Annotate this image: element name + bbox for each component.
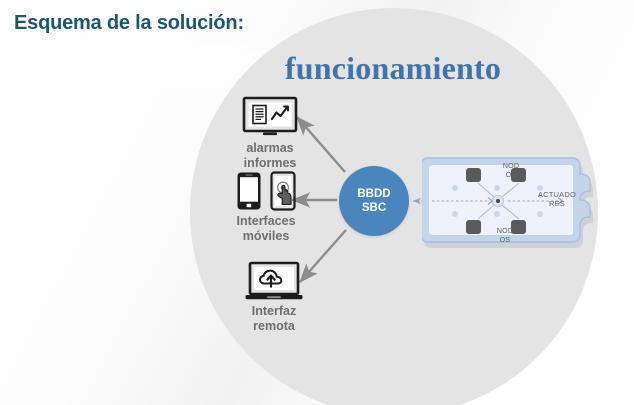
node-moviles-label: Interfaces móviles xyxy=(207,214,325,244)
node-alarmas-label-line1: alarmas xyxy=(246,141,294,155)
node-remota-label: Interfaz remota xyxy=(222,304,326,334)
board-label-nodos-top-line1: NOD xyxy=(502,163,520,170)
board-label-nodos-bottom-line1: NOD xyxy=(496,228,514,235)
node-moviles-label-line2: móviles xyxy=(242,228,290,243)
node-remota-label-line2: remota xyxy=(253,318,295,333)
laptop-cloud-upload-icon xyxy=(245,261,303,300)
board-label-nodos-top-line2: OS xyxy=(505,171,517,179)
hardware-board-group[interactable] xyxy=(420,150,607,254)
node-interfaces-moviles[interactable]: Interfaces móviles xyxy=(207,171,325,244)
node-remota-label-line1: Interfaz xyxy=(251,304,297,318)
board-label-nodos-top: NOD OS xyxy=(493,163,529,181)
monitor-report-chart-icon xyxy=(242,96,298,136)
page-title: Esquema de la solución: xyxy=(14,12,244,34)
smartphone-touch-icon xyxy=(270,171,296,211)
board-label-actuadores-line2: RES xyxy=(548,199,566,209)
node-alarmas-label-line2: informes xyxy=(243,155,297,170)
hardware-board-illustration xyxy=(420,157,593,248)
central-node-line2: SBC xyxy=(361,202,387,214)
board-label-nodos-bottom: NOD OS xyxy=(487,228,523,246)
smartphone-icon xyxy=(237,172,261,210)
alarmas-icon-row xyxy=(218,96,322,138)
board-label-actuadores: ACTUADO RES xyxy=(533,190,581,209)
node-interfaz-remota[interactable]: Interfaz remota xyxy=(222,261,326,334)
board-label-actuadores-line1: ACTUADO xyxy=(537,190,577,199)
node-alarmas-label: alarmas informes xyxy=(218,141,322,171)
central-node-line1: BBDD xyxy=(357,187,391,200)
remote-icon-row xyxy=(222,261,326,301)
diagram-heading: funcionamiento xyxy=(284,50,502,86)
central-node-bbdd-sbc[interactable]: BBDD SBC xyxy=(339,166,409,236)
board-label-nodos-bottom-line2: OS xyxy=(499,236,511,244)
node-alarmas-informes[interactable]: alarmas informes xyxy=(218,96,322,171)
mobile-icon-row xyxy=(207,171,325,211)
node-moviles-label-line1: Interfaces xyxy=(236,214,296,228)
